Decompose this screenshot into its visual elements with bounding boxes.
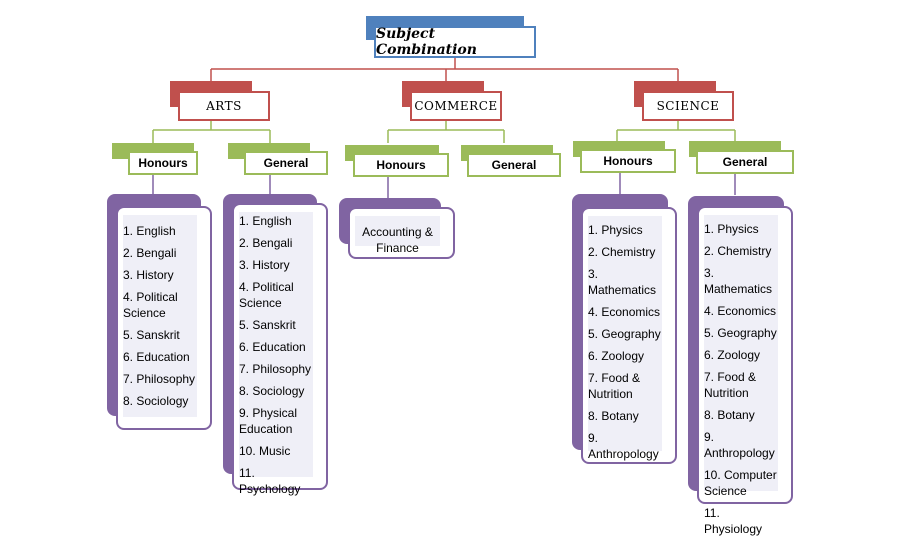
subject-item: 7. Food & Nutrition xyxy=(704,370,757,400)
arts-honours-list-panel: 1. English 2. Bengali 3. History 4. Politic… xyxy=(123,215,197,417)
science-honours-list-panel: 1. Physics 2. Chemistry 3. Mathematics 4. E… xyxy=(588,216,662,461)
subject-item: 6. Education xyxy=(239,340,306,354)
stream-science: SCIENCE xyxy=(642,91,734,121)
science-general-list-panel: 1. Physics 2. Chemistry 3. Mathematics 4. E… xyxy=(704,215,778,536)
subject-item: 6. Zoology xyxy=(588,349,645,363)
type-commerce-honours: Honours xyxy=(353,153,449,177)
arts-honours-list: 1. English 2. Bengali 3. History 4. Politic… xyxy=(116,206,212,430)
type-science-general: General xyxy=(696,150,794,174)
subject-item: 4. Political Science xyxy=(123,290,178,320)
subject-item: 9. Anthropology xyxy=(704,430,775,460)
subject-item: 1. English xyxy=(123,224,176,238)
subject-item: 5. Geography xyxy=(588,327,661,341)
type-science-honours: Honours xyxy=(580,149,676,173)
subject-item: 9. Anthropology xyxy=(588,431,659,461)
science-general-list: 1. Physics 2. Chemistry 3. Mathematics 4. E… xyxy=(697,206,793,536)
root-connectors xyxy=(210,58,679,81)
commerce-honours-subject: Accounting & Finance xyxy=(362,225,433,255)
arts-general-subjects: 1. English 2. Bengali 3. History 4. Politic… xyxy=(239,213,313,503)
subject-item: 7. Philosophy xyxy=(239,362,312,376)
subject-item: 6. Education xyxy=(123,350,190,364)
subject-item: 10. Music xyxy=(239,444,291,458)
subject-item: 10. Computer Science xyxy=(704,468,777,498)
subject-item: 8. Sociology xyxy=(239,384,305,398)
science-honours-list: 1. Physics 2. Chemistry 3. Mathematics 4. E… xyxy=(581,207,677,464)
subject-item: 4. Political Science xyxy=(239,280,294,310)
subject-item: 3. Mathematics xyxy=(588,267,657,297)
subject-item: 11. Physiology xyxy=(704,506,763,536)
root-title: Subject Combination xyxy=(374,26,536,58)
arts-general-list: 1. English 2. Bengali 3. History 4. Politic… xyxy=(232,203,328,496)
subject-item: 7. Philosophy xyxy=(123,372,196,386)
type-commerce-general: General xyxy=(467,153,561,177)
subject-item: 8. Botany xyxy=(588,409,639,423)
subject-item: 6. Zoology xyxy=(704,348,761,362)
type-connectors xyxy=(152,173,736,198)
subject-item: 1. English xyxy=(239,214,292,228)
subject-item: 5. Sanskrit xyxy=(239,318,296,332)
commerce-honours-list: Accounting & Finance xyxy=(348,207,455,259)
subject-item: 3. Mathematics xyxy=(704,266,773,296)
subject-item: 8. Botany xyxy=(704,408,755,422)
subject-item: 1. Physics xyxy=(704,222,759,236)
subject-item: 5. Geography xyxy=(704,326,777,340)
stream-arts: ARTS xyxy=(178,91,270,121)
subject-item: 4. Economics xyxy=(704,304,777,318)
subject-item: 7. Food & Nutrition xyxy=(588,371,641,401)
subject-item: 3. History xyxy=(123,268,174,282)
stream-connectors xyxy=(152,121,736,143)
subject-item: 2. Bengali xyxy=(239,236,293,250)
subject-item: 9. Physical Education xyxy=(239,406,298,436)
subject-item: 2. Chemistry xyxy=(704,244,772,258)
subject-item: 3. History xyxy=(239,258,290,272)
arts-general-list-panel: 1. English 2. Bengali 3. History 4. Politic… xyxy=(239,212,313,496)
subject-item: 1. Physics xyxy=(588,223,643,237)
subject-item: 5. Sanskrit xyxy=(123,328,180,342)
subject-item: 2. Chemistry xyxy=(588,245,656,259)
subject-item: 4. Economics xyxy=(588,305,661,319)
commerce-honours-list-panel: Accounting & Finance xyxy=(355,216,440,255)
science-honours-subjects: 1. Physics 2. Chemistry 3. Mathematics 4. E… xyxy=(588,222,662,468)
type-arts-general: General xyxy=(244,151,328,175)
stream-commerce: COMMERCE xyxy=(410,91,502,121)
arts-honours-subjects: 1. English 2. Bengali 3. History 4. Politic… xyxy=(123,223,197,415)
subject-item: 8. Sociology xyxy=(123,394,189,408)
subject-item: 11. Psychology xyxy=(239,466,301,496)
subject-item: 2. Bengali xyxy=(123,246,177,260)
type-arts-honours: Honours xyxy=(128,151,198,175)
science-general-subjects: 1. Physics 2. Chemistry 3. Mathematics 4. E… xyxy=(704,221,778,543)
